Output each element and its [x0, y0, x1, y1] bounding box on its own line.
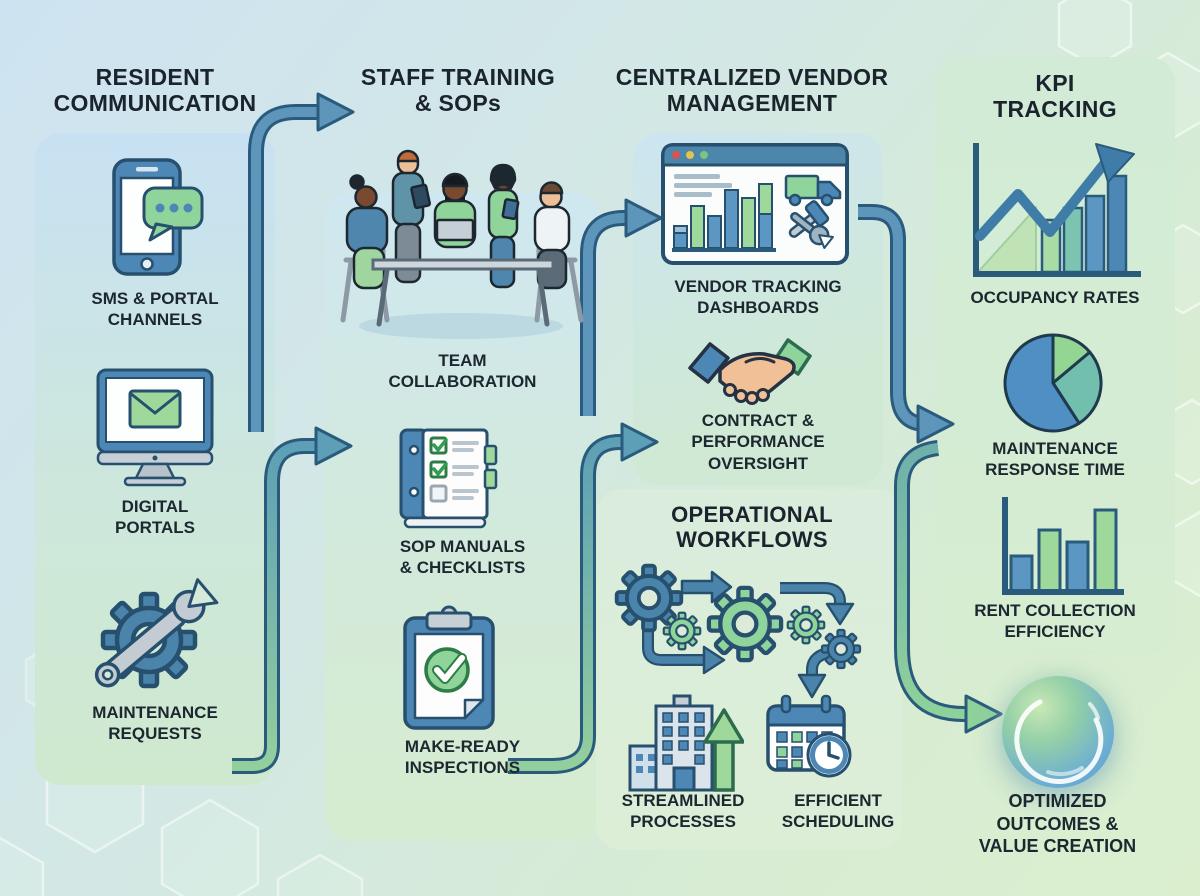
workflow-gears-icon	[614, 563, 862, 699]
label-optimized-outcomes: OPTIMIZED OUTCOMES & VALUE CREATION	[978, 791, 1137, 856]
gear-green-large-icon	[709, 588, 781, 660]
gear-wrench-icon	[94, 578, 219, 689]
label-make-ready: MAKE-READY INSPECTIONS	[404, 737, 521, 778]
delivery-truck-icon	[784, 174, 842, 207]
gear-blue-small-icon	[820, 628, 862, 670]
calendar-clock-icon	[766, 694, 852, 778]
label-sms-portal-channels: SMS & PORTAL CHANNELS	[91, 289, 219, 330]
gear-green-small2-icon	[786, 605, 826, 645]
window-dot-red	[672, 151, 680, 159]
arrow-staff-to-vendor	[580, 198, 663, 416]
header-staff-training: STAFF TRAINING & SOPs	[360, 64, 556, 117]
occupancy-growth-chart-icon	[973, 143, 1141, 277]
rent-bars-icon	[1002, 497, 1124, 595]
growth-up-arrow-icon	[703, 708, 744, 792]
sop-manual-icon	[399, 428, 498, 529]
team-collaboration-illustration	[340, 149, 584, 339]
arrow-kpi-to-outcomes	[894, 440, 1003, 734]
outcomes-orb-icon	[1002, 676, 1114, 788]
label-occupancy-rates: OCCUPANCY RATES	[970, 288, 1140, 307]
building-growth-icon	[628, 694, 744, 792]
vendor-dashboard-icon	[661, 143, 849, 265]
label-vendor-dashboards: VENDOR TRACKING DASHBOARDS	[674, 277, 842, 318]
label-efficient-scheduling: EFFICIENT SCHEDULING	[781, 791, 895, 832]
window-dot-yellow	[686, 151, 694, 159]
hammer-wrench-icon	[788, 200, 834, 249]
workflow-arrow-elbow-right-icon	[642, 628, 726, 675]
smartphone-sms-icon	[112, 158, 204, 276]
arrow-resident-to-staff	[248, 92, 355, 432]
workflow-arrow-elbow-down-icon	[780, 582, 855, 626]
monitor-email-icon	[96, 368, 214, 487]
label-sop-manuals: SOP MANUALS & CHECKLISTS	[399, 537, 526, 578]
label-streamlined-processes: STREAMLINED PROCESSES	[621, 791, 745, 832]
header-resident-communication: RESIDENT COMMUNICATION	[53, 64, 257, 117]
gear-green-small-icon	[662, 611, 702, 651]
label-team-collaboration: TEAM COLLABORATION	[388, 351, 537, 392]
inspection-clipboard-icon	[403, 605, 495, 730]
arrow-maintenance-to-sop	[232, 426, 353, 774]
header-vendor-management: CENTRALIZED VENDOR MANAGEMENT	[615, 64, 889, 117]
label-maintenance-requests: MAINTENANCE REQUESTS	[92, 703, 218, 744]
label-digital-portals: DIGITAL PORTALS	[115, 497, 195, 538]
header-operational-workflows: OPERATIONAL WORKFLOWS	[671, 502, 833, 553]
label-contract-oversight: CONTRACT & PERFORMANCE OVERSIGHT	[691, 411, 825, 473]
window-dot-green	[700, 151, 708, 159]
arrow-vendor-to-kpi	[858, 204, 955, 444]
header-kpi-tracking: KPI TRACKING	[993, 70, 1117, 123]
response-time-pie-icon	[1003, 333, 1103, 433]
arrow-inspections-to-contract	[508, 422, 659, 774]
label-rent-collection: RENT COLLECTION EFFICIENCY	[974, 601, 1136, 642]
label-maintenance-response: MAINTENANCE RESPONSE TIME	[985, 439, 1125, 480]
handshake-icon	[688, 338, 812, 405]
